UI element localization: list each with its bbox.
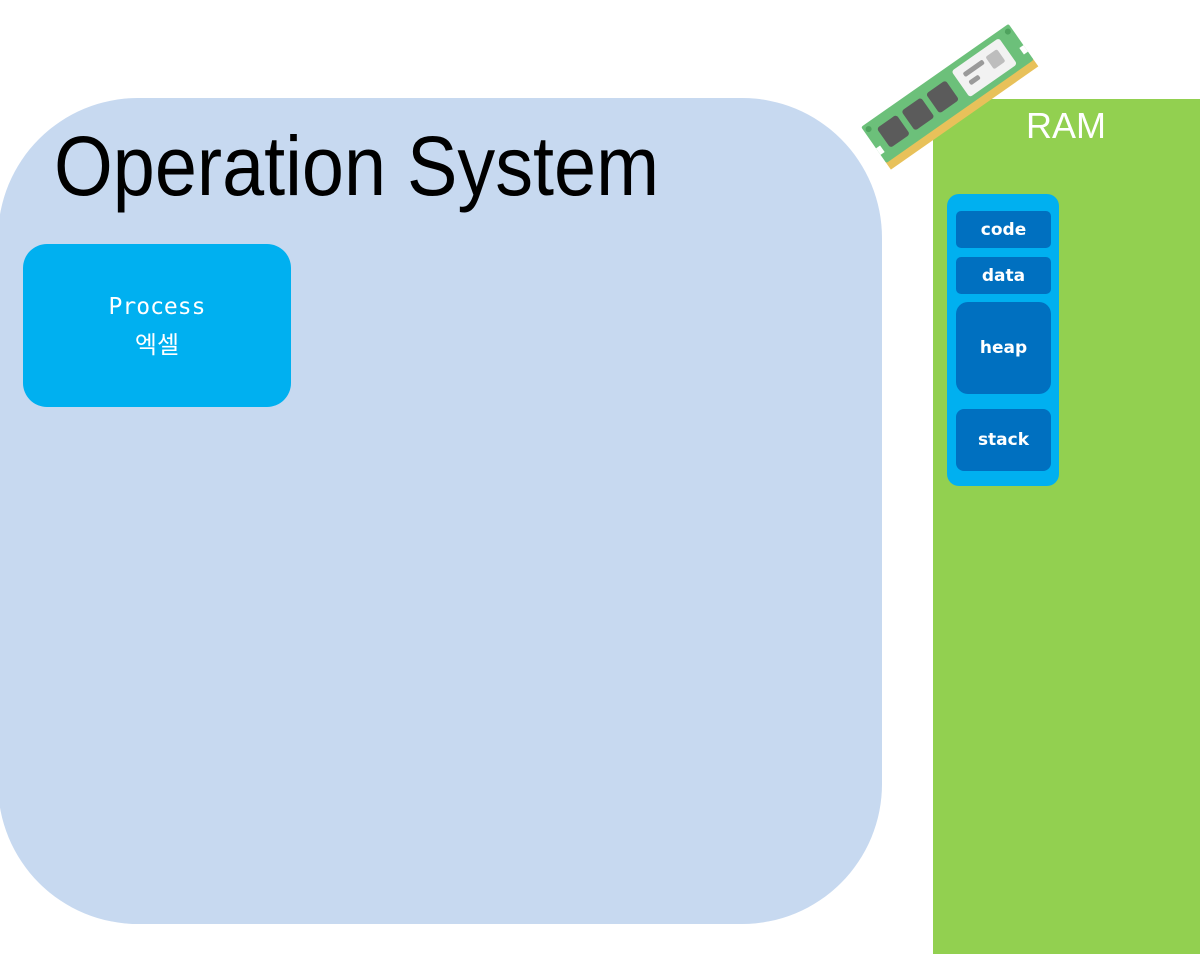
- memory-segment-stack[interactable]: stack: [956, 409, 1051, 471]
- operation-system-panel: [0, 98, 882, 924]
- operation-system-title: Operation System: [54, 119, 660, 213]
- process-memory-layout: code data heap stack: [947, 194, 1059, 486]
- process-card[interactable]: Process 엑셀: [23, 244, 291, 407]
- memory-segment-heap[interactable]: heap: [956, 302, 1051, 394]
- process-program-label: 엑셀: [134, 331, 180, 359]
- memory-segment-data[interactable]: data: [956, 257, 1051, 294]
- memory-segment-code[interactable]: code: [956, 211, 1051, 248]
- ram-chip-icon: [861, 24, 1039, 170]
- ram-label: RAM: [1026, 105, 1106, 146]
- process-name: Process: [108, 294, 206, 320]
